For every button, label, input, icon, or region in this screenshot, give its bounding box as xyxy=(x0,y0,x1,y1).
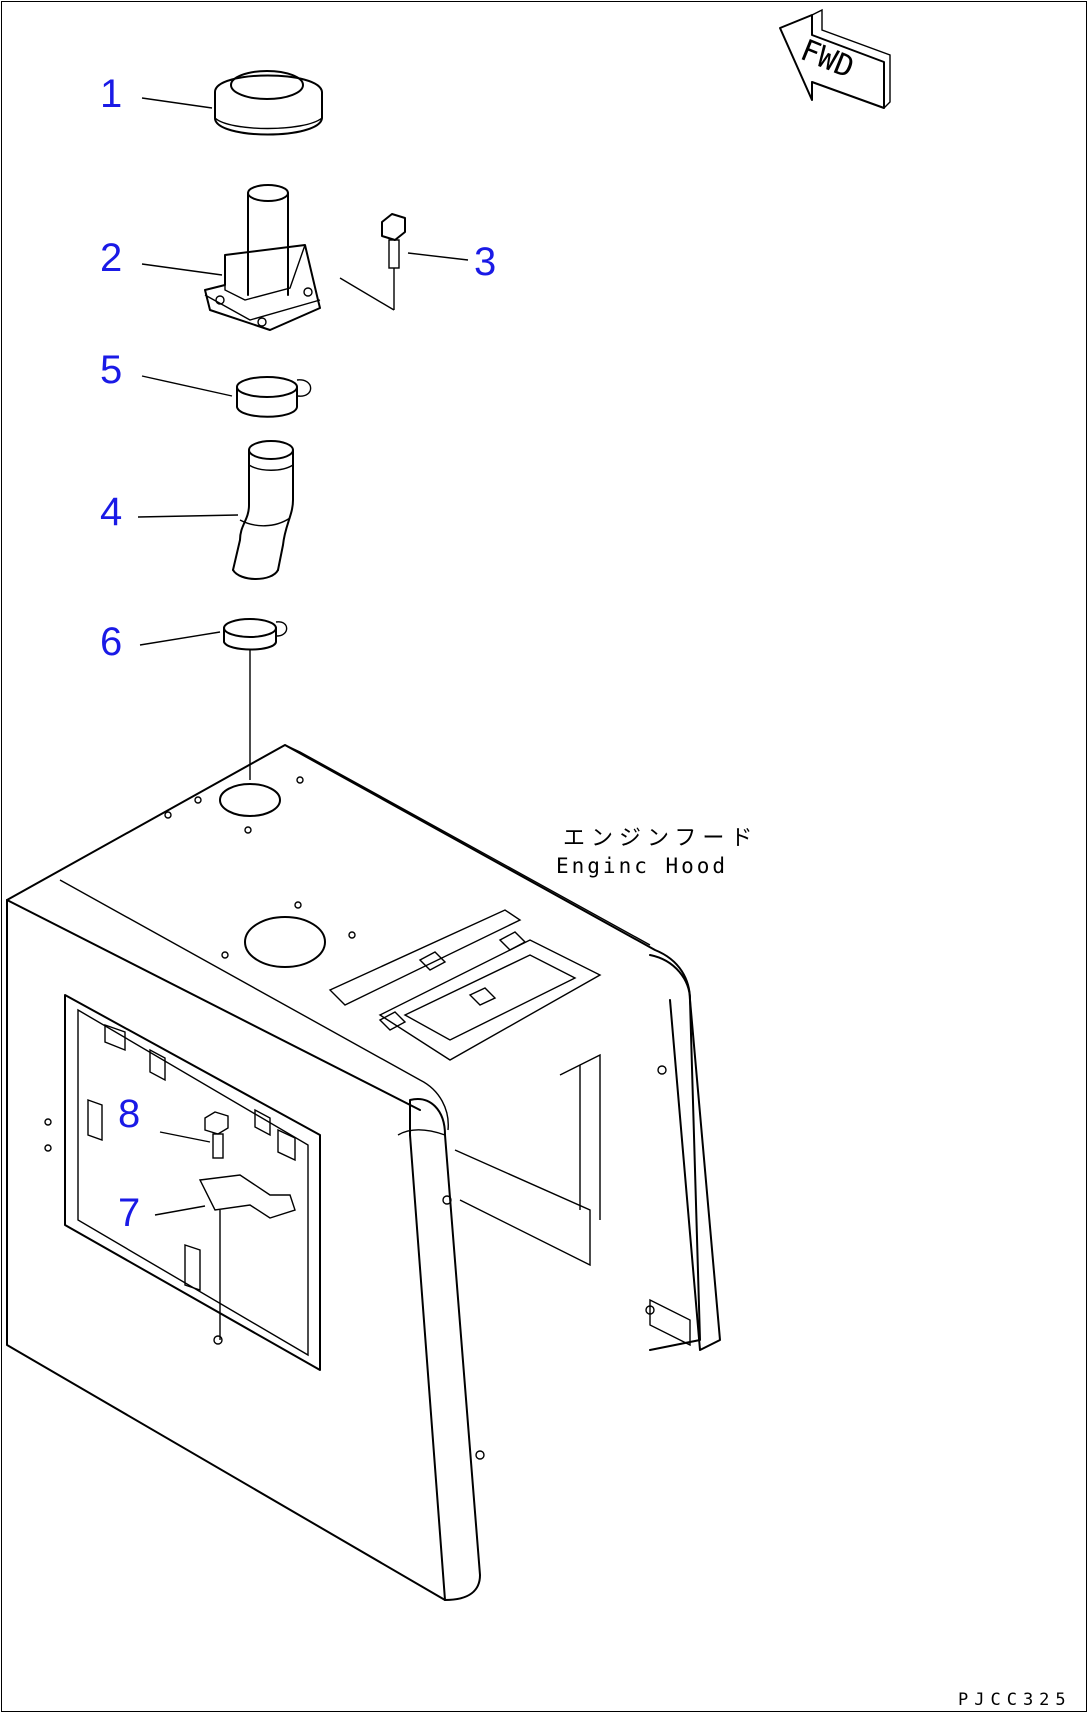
part-6-clamp xyxy=(223,618,288,780)
leader-3 xyxy=(407,252,469,261)
callout-4: 4 xyxy=(100,490,123,534)
leader-7 xyxy=(154,1205,206,1216)
callout-5: 5 xyxy=(100,348,123,392)
fwd-arrow-icon: FWD xyxy=(779,8,891,109)
part-1-cap xyxy=(214,70,323,136)
leader-1 xyxy=(141,97,213,109)
leader-8 xyxy=(159,1131,211,1143)
leader-4 xyxy=(137,514,239,518)
callout-6: 6 xyxy=(100,620,123,664)
part-4-elbow-pipe xyxy=(232,440,294,580)
leader-2 xyxy=(141,263,223,276)
engine-hood xyxy=(6,744,721,1601)
drawing-code: PJCC325 xyxy=(958,1690,1072,1710)
leader-6 xyxy=(139,631,221,646)
callout-3: 3 xyxy=(474,240,497,284)
part-3-bolt xyxy=(339,213,406,311)
callout-2: 2 xyxy=(100,236,123,280)
leader-5 xyxy=(141,375,233,397)
part-name-japanese: エンジンフード xyxy=(563,826,759,851)
part-name-english: Enginc Hood xyxy=(556,854,729,878)
callout-8: 8 xyxy=(118,1092,141,1136)
part-2-exhaust-stack xyxy=(204,184,321,331)
callout-7: 7 xyxy=(118,1191,141,1235)
fwd-text: FWD xyxy=(795,33,858,86)
part-5-clamp xyxy=(236,376,312,418)
callout-1: 1 xyxy=(100,72,123,116)
